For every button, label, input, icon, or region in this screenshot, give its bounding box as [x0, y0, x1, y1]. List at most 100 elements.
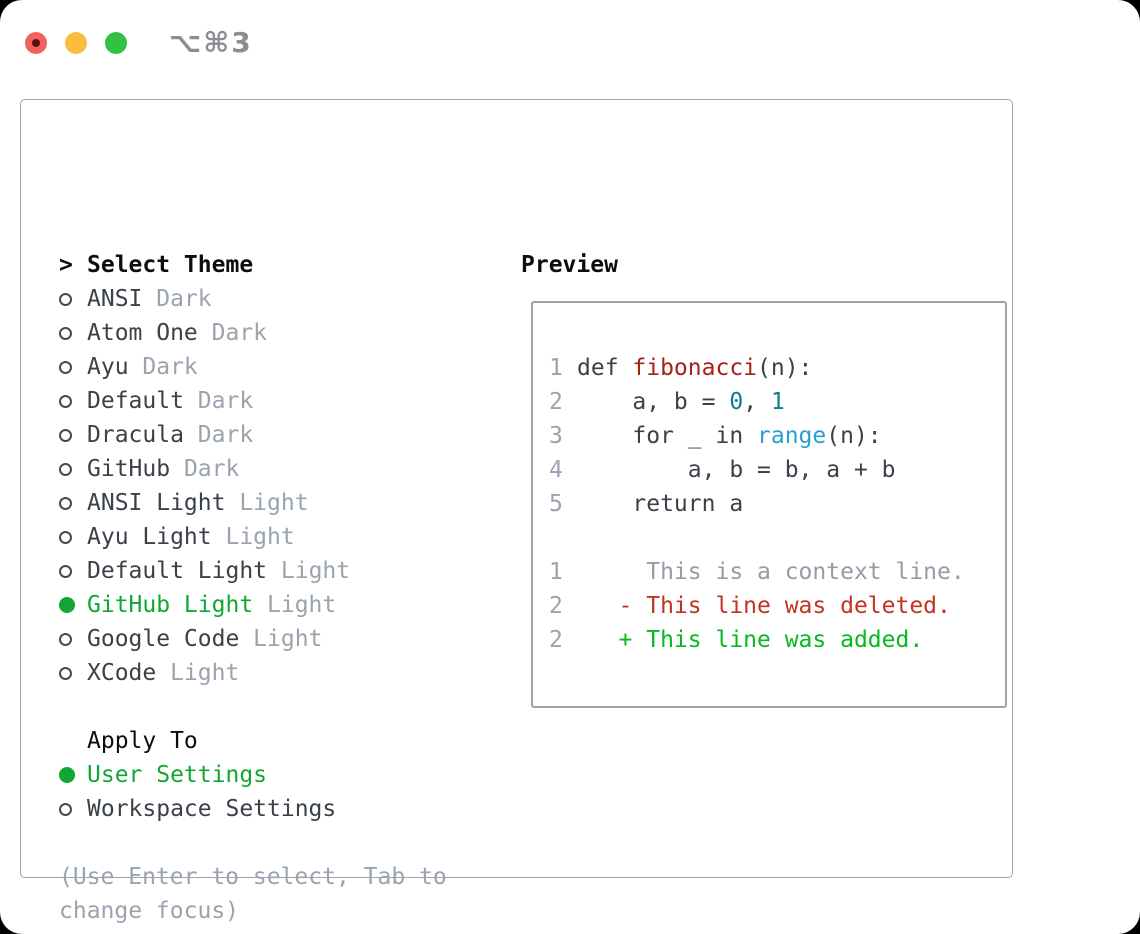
code-token-num: 1	[770, 389, 785, 415]
code-token-builtin: range	[757, 423, 827, 449]
theme-option-label: Ayu	[87, 354, 143, 380]
radio-icon[interactable]	[59, 394, 72, 408]
theme-variant-tag: Dark	[142, 354, 198, 380]
theme-variant-tag: Light	[170, 660, 240, 686]
theme-variant-tag: Dark	[197, 388, 254, 414]
theme-option-label: Default Light	[87, 558, 281, 584]
theme-variant-tag: Dark	[156, 286, 212, 312]
titlebar: ⌥⌘3	[25, 26, 253, 59]
theme-option-atom-one[interactable]: Atom One Dark	[59, 316, 447, 350]
theme-option-google-code[interactable]: Google Code Light	[59, 622, 447, 656]
line-number: 4	[549, 457, 563, 483]
code-line: 1 This is a context line.	[549, 555, 1005, 589]
apply-to-header-label: Apply To	[87, 728, 198, 754]
minimize-button[interactable]	[65, 31, 87, 54]
line-number: 1	[549, 355, 563, 381]
theme-option-default[interactable]: Default Dark	[59, 384, 447, 418]
theme-variant-tag: Light	[239, 490, 309, 516]
code-token-fg: a, b =	[577, 389, 730, 415]
hint-text-line-2: change focus)	[59, 898, 240, 924]
radio-icon[interactable]	[59, 292, 72, 306]
code-line: 4 a, b = b, a + b	[549, 453, 1005, 487]
line-number	[549, 521, 577, 555]
theme-option-label: Default	[87, 388, 198, 414]
code-token-fg: (n):	[826, 423, 882, 449]
radio-icon[interactable]	[59, 666, 72, 680]
code-token-fg: return a	[577, 491, 744, 517]
radio-icon[interactable]	[59, 802, 72, 816]
close-button[interactable]	[25, 31, 47, 54]
theme-option-default-light[interactable]: Default Light Light	[59, 554, 447, 588]
apply-to-option-user-settings[interactable]: User Settings	[59, 758, 447, 792]
select-theme-header-label: Select Theme	[87, 252, 254, 278]
theme-option-label: GitHub Light	[87, 592, 268, 618]
code-token-del: - This line was deleted.	[577, 593, 951, 619]
theme-option-ansi-light[interactable]: ANSI Light Light	[59, 486, 447, 520]
theme-option-ayu[interactable]: Ayu Dark	[59, 350, 447, 384]
radio-icon[interactable]	[59, 632, 72, 646]
theme-variant-tag: Light	[225, 524, 295, 550]
code-token-fg: ,	[743, 389, 771, 415]
select-theme-header: > Select Theme	[59, 248, 447, 282]
theme-option-label: Ayu Light	[87, 524, 226, 550]
theme-option-label: ANSI Light	[87, 490, 240, 516]
code-line: 2 - This line was deleted.	[549, 589, 1005, 623]
hint-text-line-1: (Use Enter to select, Tab to	[59, 864, 447, 890]
radio-icon[interactable]	[59, 360, 72, 374]
apply-to-option-label: User Settings	[87, 762, 268, 788]
line-number: 5	[549, 491, 563, 517]
code-token-fg: (n):	[757, 355, 813, 381]
theme-option-label: Dracula	[87, 422, 198, 448]
theme-variant-tag: Light	[267, 592, 337, 618]
theme-variant-tag: Dark	[197, 422, 254, 448]
apply-to-option-workspace-settings[interactable]: Workspace Settings	[59, 792, 447, 826]
radio-selected-icon[interactable]	[59, 767, 75, 783]
code-token-fg: def	[577, 355, 633, 381]
zoom-button[interactable]	[105, 31, 127, 54]
theme-variant-tag: Dark	[183, 456, 240, 482]
line-number: 1	[549, 559, 563, 585]
preview-header: Preview	[521, 252, 618, 278]
theme-option-label: Google Code	[87, 626, 254, 652]
code-line: 2 a, b = 0, 1	[549, 385, 1005, 419]
theme-option-label: XCode	[87, 660, 171, 686]
code-line: 2 + This line was added.	[549, 623, 1005, 657]
theme-variant-tag: Light	[280, 558, 351, 584]
radio-icon[interactable]	[59, 428, 72, 442]
theme-variant-tag: Light	[253, 626, 323, 652]
theme-option-label: GitHub	[87, 456, 184, 482]
theme-option-github-light[interactable]: GitHub Light Light	[59, 588, 447, 622]
radio-icon[interactable]	[59, 564, 72, 578]
theme-option-label: Atom One	[87, 320, 212, 346]
blank-line	[549, 521, 1005, 555]
window-title: ⌥⌘3	[169, 26, 253, 59]
line-number: 2	[549, 593, 563, 619]
theme-option-xcode[interactable]: XCode Light	[59, 656, 447, 690]
radio-icon[interactable]	[59, 462, 72, 476]
code-token-fg: a, b = b, a + b	[577, 457, 896, 483]
code-line: 3 for _ in range(n):	[549, 419, 1005, 453]
theme-option-ansi[interactable]: ANSI Dark	[59, 282, 447, 316]
apply-to-header: Apply To	[59, 724, 447, 758]
radio-icon[interactable]	[59, 326, 72, 340]
radio-icon[interactable]	[59, 496, 72, 510]
radio-selected-icon[interactable]	[59, 597, 75, 613]
caret-icon: >	[59, 252, 73, 278]
theme-option-github[interactable]: GitHub Dark	[59, 452, 447, 486]
theme-option-dracula[interactable]: Dracula Dark	[59, 418, 447, 452]
line-number: 3	[549, 423, 563, 449]
theme-variant-tag: Dark	[211, 320, 268, 346]
theme-option-ayu-light[interactable]: Ayu Light Light	[59, 520, 447, 554]
line-number: 2	[549, 627, 563, 653]
radio-icon[interactable]	[59, 530, 72, 544]
spacer	[59, 826, 447, 860]
code-token-add: + This line was added.	[577, 627, 924, 653]
